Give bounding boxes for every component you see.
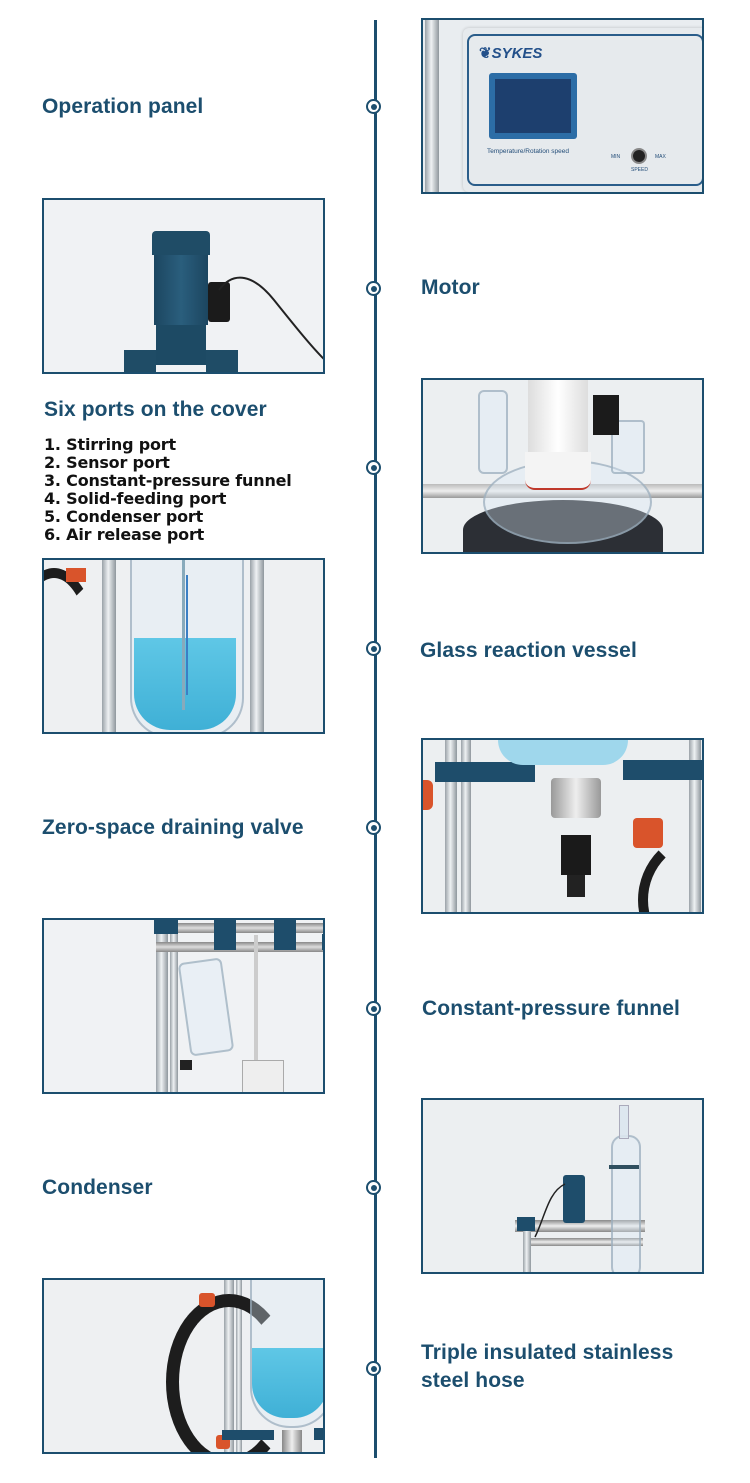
ports-list: 1. Stirring port 2. Sensor port 3. Const…	[44, 436, 292, 544]
timeline-node-icon	[366, 281, 381, 296]
timeline-node-icon	[366, 1180, 381, 1195]
timeline-node-icon	[366, 820, 381, 835]
feature-label-condenser: Condenser	[42, 1176, 153, 1199]
operation-panel-photo: ❦SYKES Temperature/Rotation speed MIN MA…	[421, 18, 704, 194]
feature-label-operation-panel: Operation panel	[42, 95, 204, 118]
feature-label-six-ports: Six ports on the cover	[44, 398, 267, 421]
port-item: 6. Air release port	[44, 525, 205, 544]
screen-caption: Temperature/Rotation speed	[487, 148, 570, 155]
feature-label-glass-vessel: Glass reaction vessel	[420, 639, 637, 662]
touch-screen[interactable]	[489, 73, 577, 139]
timeline-node-icon	[366, 99, 381, 114]
feature-label-draining-valve: Zero-space draining valve	[42, 816, 304, 839]
condenser-photo	[421, 1098, 704, 1274]
port-item: 4. Solid-feeding port	[44, 489, 227, 508]
motor-photo	[42, 198, 325, 374]
feature-label-hose: Triple insulated stainless steel hose	[421, 1339, 673, 1395]
timeline-node-icon	[366, 460, 381, 475]
hose-photo	[42, 1278, 325, 1454]
leaf-logo-icon: ❦	[479, 45, 492, 62]
glass-vessel-photo	[42, 558, 325, 734]
control-box: ❦SYKES Temperature/Rotation speed MIN MA…	[463, 28, 702, 192]
brand-logo: ❦SYKES	[479, 45, 543, 62]
port-item: 3. Constant-pressure funnel	[44, 471, 292, 490]
port-item: 1. Stirring port	[44, 435, 176, 454]
timeline-node-icon	[366, 641, 381, 656]
timeline-line	[374, 20, 377, 1458]
draining-valve-photo	[421, 738, 704, 914]
port-item: 2. Sensor port	[44, 453, 170, 472]
feature-label-line: steel hose	[421, 1369, 525, 1392]
feature-label-funnel: Constant-pressure funnel	[422, 997, 680, 1020]
cover-ports-photo	[421, 378, 704, 554]
funnel-photo	[42, 918, 325, 1094]
feature-label-motor: Motor	[421, 276, 480, 299]
port-item: 5. Condenser port	[44, 507, 204, 526]
speed-knob[interactable]	[631, 148, 647, 164]
timeline-node-icon	[366, 1001, 381, 1016]
speed-knob-group: MIN MAX SPEED	[611, 140, 667, 174]
timeline-node-icon	[366, 1361, 381, 1376]
feature-label-line: Triple insulated stainless	[421, 1341, 674, 1364]
